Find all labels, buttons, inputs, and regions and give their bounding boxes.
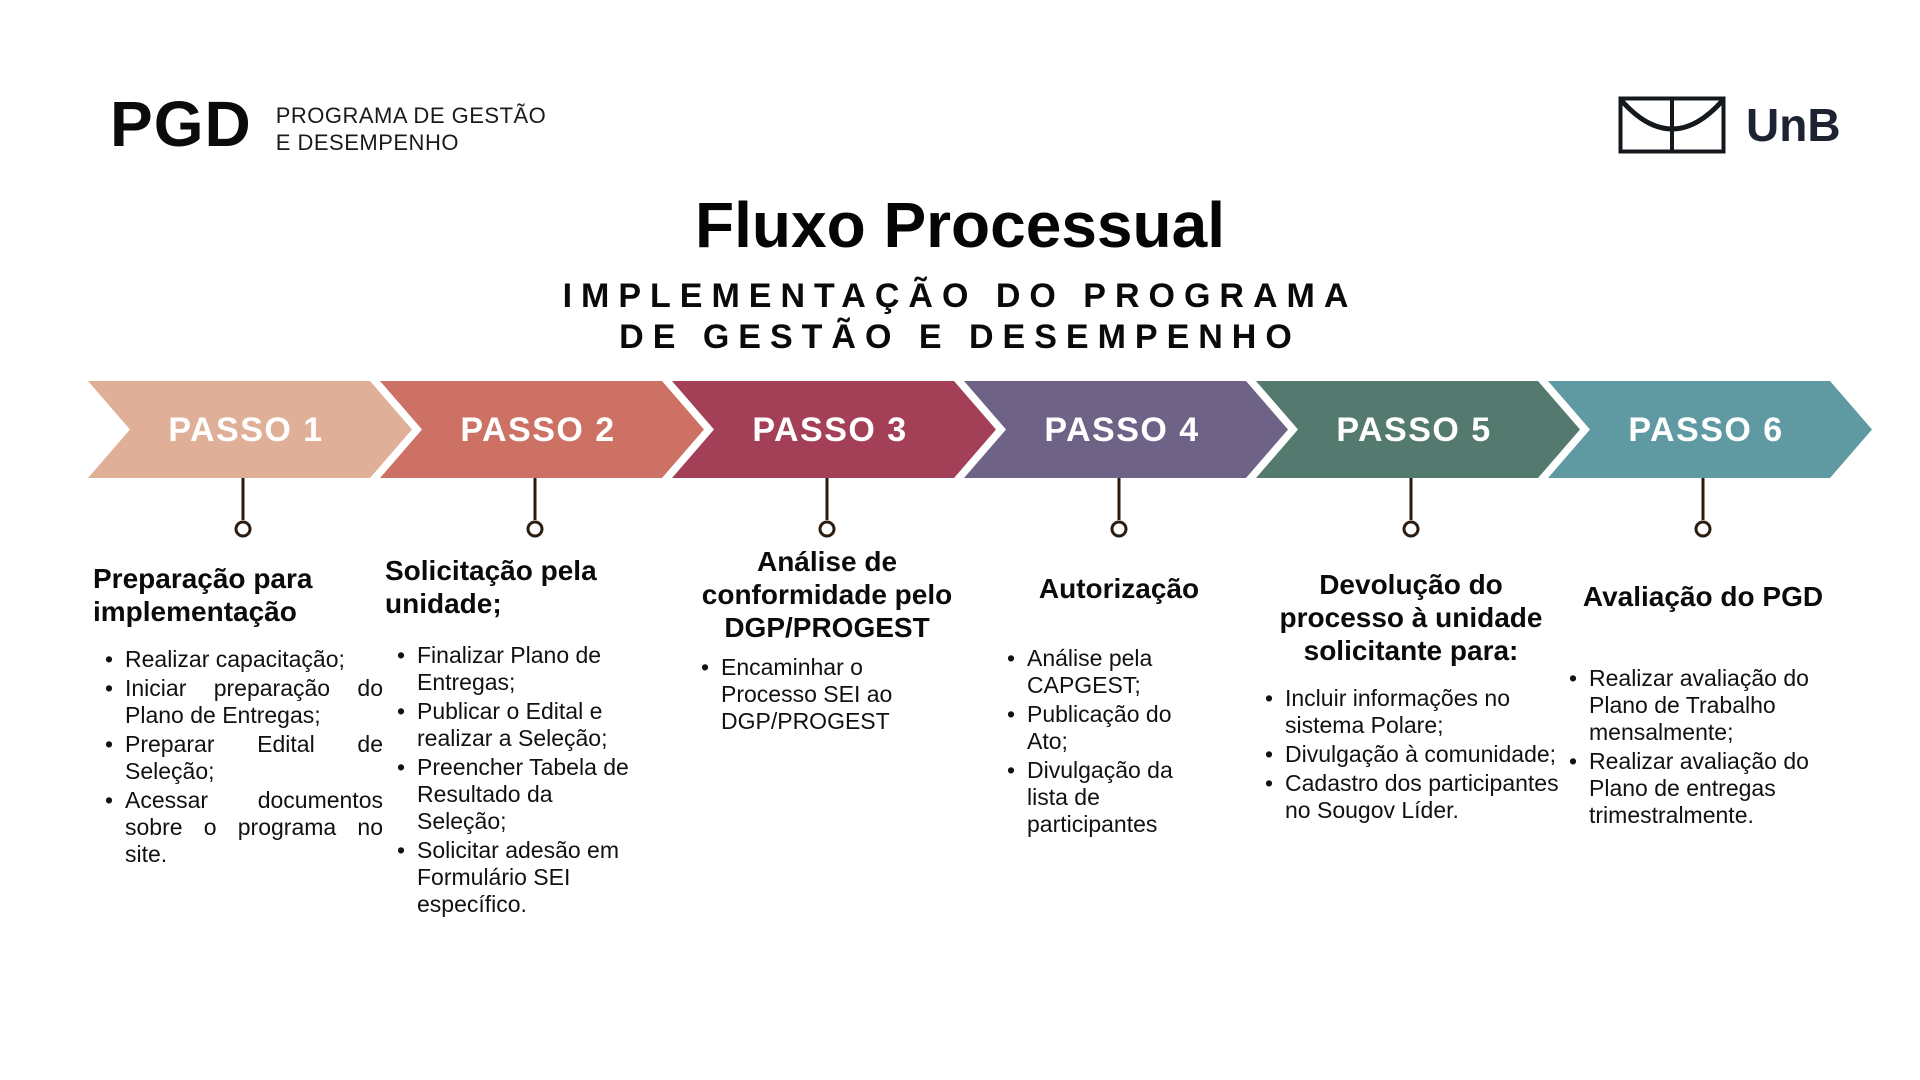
page-subtitle-line2: DE GESTÃO E DESEMPENHO bbox=[619, 318, 1301, 356]
page-subtitle-line1: IMPLEMENTAÇÃO DO PROGRAMA bbox=[562, 277, 1358, 315]
pgd-logo-name: PROGRAMA DE GESTÃO E DESEMPENHO bbox=[276, 102, 547, 156]
step-5-heading: Devolução do processo à unidade solicita… bbox=[1279, 569, 1543, 666]
bullet-item: Publicar o Edital e realizar a Seleção; bbox=[395, 698, 635, 752]
chevron-step-3 bbox=[672, 381, 996, 478]
connector-step-2 bbox=[526, 478, 544, 538]
step-5-list: Incluir informações no sistema Polare; D… bbox=[1261, 685, 1561, 824]
connector-step-4 bbox=[1110, 478, 1128, 538]
chevron-band: PASSO 1 PASSO 2 PASSO 3 PASSO 4 PASSO 5 … bbox=[88, 381, 1872, 478]
chevron-step-2-label: PASSO 2 bbox=[460, 411, 615, 449]
chevron-step-4-label: PASSO 4 bbox=[1044, 411, 1199, 449]
step-1-heading: Preparação para implementação bbox=[93, 563, 313, 627]
bullet-item: Acessar documentos sobre o programa no s… bbox=[103, 787, 383, 868]
unb-wordmark: UnB bbox=[1746, 99, 1841, 151]
bullet-item: Cadastro dos participantes no Sougov Líd… bbox=[1263, 770, 1573, 824]
bullet-item: Publicação do Ato; bbox=[1005, 701, 1195, 755]
step-3-column: Análise de conformidade pelo DGP/PROGEST… bbox=[677, 542, 977, 735]
step-1-column: Preparação para implementação Realizar c… bbox=[93, 542, 393, 868]
chevron-step-6 bbox=[1548, 381, 1872, 478]
step-6-column: Avaliação do PGD Realizar avaliação do P… bbox=[1553, 542, 1853, 829]
bullet-item: Finalizar Plano de Entregas; bbox=[395, 642, 635, 696]
chevron-step-5-label: PASSO 5 bbox=[1336, 411, 1491, 449]
step-6-list: Realizar avaliação do Plano de Trabalho … bbox=[1553, 665, 1853, 829]
chevron-step-4 bbox=[964, 381, 1288, 478]
step-3-heading: Análise de conformidade pelo DGP/PROGEST bbox=[701, 546, 953, 643]
step-6-heading: Avaliação do PGD bbox=[1582, 581, 1824, 612]
step-1-list: Realizar capacitação; Iniciar preparação… bbox=[93, 646, 393, 868]
page-title: Fluxo Processual bbox=[695, 189, 1225, 261]
unb-logo: UnB bbox=[1618, 96, 1841, 154]
chevron-step-6-label: PASSO 6 bbox=[1628, 411, 1783, 449]
bullet-item: Realizar capacitação; bbox=[103, 646, 383, 673]
step-2-heading: Solicitação pela unidade; bbox=[385, 555, 597, 619]
step-4-list: Análise pela CAPGEST; Publicação do Ato;… bbox=[969, 645, 1269, 838]
connector-step-5 bbox=[1402, 478, 1420, 538]
step-4-heading: Autorização bbox=[1038, 573, 1200, 604]
step-5-column: Devolução do processo à unidade solicita… bbox=[1261, 542, 1561, 824]
step-3-list: Encaminhar o Processo SEI ao DGP/PROGEST bbox=[677, 654, 977, 735]
chevron-step-1 bbox=[88, 381, 412, 478]
step-2-column: Solicitação pela unidade; Finalizar Plan… bbox=[385, 542, 685, 918]
connector-step-6 bbox=[1694, 478, 1712, 538]
unb-shield-icon bbox=[1618, 96, 1726, 154]
bullet-item: Realizar avaliação do Plano de entregas … bbox=[1567, 748, 1827, 829]
bullet-item: Divulgação da lista de participantes bbox=[1005, 757, 1195, 838]
bullet-item: Divulgação à comunidade; bbox=[1263, 741, 1573, 768]
bullet-item: Solicitar adesão em Formulário SEI espec… bbox=[395, 837, 635, 918]
chevron-step-3-label: PASSO 3 bbox=[752, 411, 907, 449]
pgd-logo: PGD PROGRAMA DE GESTÃO E DESEMPENHO bbox=[110, 92, 546, 156]
bullet-item: Análise pela CAPGEST; bbox=[1005, 645, 1195, 699]
chevron-step-2 bbox=[380, 381, 704, 478]
bullet-item: Iniciar preparação do Plano de Entregas; bbox=[103, 675, 383, 729]
step-4-column: Autorização Análise pela CAPGEST; Public… bbox=[969, 542, 1269, 838]
bullet-item: Preparar Edital de Seleção; bbox=[103, 731, 383, 785]
connector-step-3 bbox=[818, 478, 836, 538]
chevron-step-1-label: PASSO 1 bbox=[168, 411, 323, 449]
bullet-item: Incluir informações no sistema Polare; bbox=[1263, 685, 1573, 739]
bullet-item: Encaminhar o Processo SEI ao DGP/PROGEST bbox=[699, 654, 913, 735]
step-2-list: Finalizar Plano de Entregas; Publicar o … bbox=[385, 642, 685, 918]
pgd-logo-abbr: PGD bbox=[110, 88, 252, 160]
bullet-item: Realizar avaliação do Plano de Trabalho … bbox=[1567, 665, 1827, 746]
page-subtitle: IMPLEMENTAÇÃO DO PROGRAMA DE GESTÃO E DE… bbox=[0, 276, 1920, 358]
bullet-item: Preencher Tabela de Resultado da Seleção… bbox=[395, 754, 635, 835]
pgd-logo-name-line2: E DESEMPENHO bbox=[275, 130, 459, 155]
pgd-logo-name-line1: PROGRAMA DE GESTÃO bbox=[275, 103, 547, 128]
connector-step-1 bbox=[234, 478, 252, 538]
chevron-step-5 bbox=[1256, 381, 1580, 478]
